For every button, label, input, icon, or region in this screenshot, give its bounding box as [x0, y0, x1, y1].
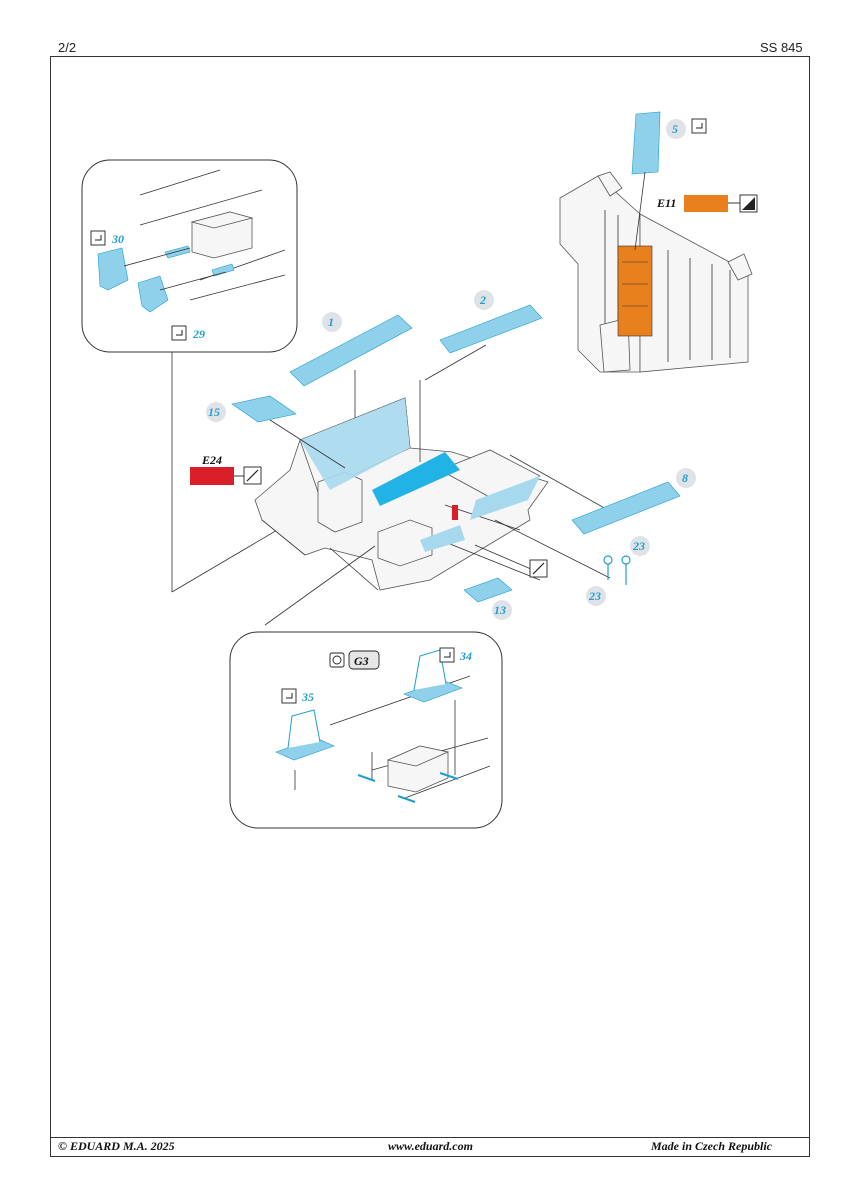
pe-pins-23 — [603, 555, 631, 585]
pe-fret-2 — [439, 304, 543, 354]
label-circle-23b — [586, 586, 606, 606]
label-circle-2 — [474, 290, 494, 310]
inset-seat-panels: 30 29 — [81, 159, 298, 353]
pe-strip-b — [211, 263, 235, 277]
fold-box-5 — [691, 118, 707, 134]
part-label-30: 30 — [111, 232, 124, 246]
fold-icon — [696, 123, 703, 129]
part-label-23a: 23 — [632, 539, 645, 553]
part-label-35: 35 — [301, 690, 314, 704]
pe-fret-13 — [463, 577, 513, 603]
fold-icon — [444, 652, 451, 658]
pe-fret-15 — [231, 395, 297, 423]
pe-fret-1 — [289, 314, 413, 387]
fold-box-30 — [90, 230, 106, 246]
footer-website: www.eduard.com — [388, 1139, 473, 1153]
orange-paint-panel — [617, 245, 653, 337]
pe-panel-30 — [97, 247, 129, 291]
part-label-13: 13 — [494, 603, 506, 617]
pe-area-13 — [420, 525, 465, 552]
label-circle-1 — [322, 312, 342, 332]
main-tub-part — [254, 397, 549, 591]
fold-icon — [176, 330, 183, 336]
glue-code-g3: G3 — [354, 654, 369, 668]
pe-area-1 — [300, 398, 410, 490]
pe-strip-a — [164, 245, 191, 259]
part-label-23b: 23 — [588, 589, 601, 603]
instrument-frame-assembly — [559, 111, 753, 373]
pe-area-8 — [470, 476, 540, 520]
part-label-8: 8 — [682, 471, 688, 485]
pedal-housing-part — [386, 745, 450, 793]
paint-code-e11: E11 — [656, 196, 676, 210]
part-label-2: 2 — [479, 293, 486, 307]
page-number: 2/2 — [58, 40, 77, 55]
red-paint-mark — [452, 505, 458, 520]
footer-copyright: © EDUARD M.A. 2025 — [58, 1139, 175, 1153]
pe-plate-5 — [631, 111, 661, 175]
inset-rudder-pedals: G3 34 35 — [229, 631, 503, 829]
label-circle-5 — [666, 119, 686, 139]
swatch-orange — [684, 195, 728, 212]
fold-box-35 — [281, 688, 297, 704]
label-circle-13 — [492, 600, 512, 620]
part-label-5: 5 — [672, 122, 678, 136]
fold-box-29 — [171, 325, 187, 341]
footer-origin: Made in Czech Republic — [651, 1139, 773, 1153]
part-label-29: 29 — [192, 327, 205, 341]
paint-code-e24: E24 — [201, 453, 222, 467]
label-circle-23a — [630, 536, 650, 556]
set-code: SS 845 — [760, 40, 803, 55]
seat-box-part — [190, 211, 254, 259]
label-circle-8 — [676, 468, 696, 488]
pe-area-2 — [372, 452, 460, 506]
part-label-15: 15 — [208, 405, 220, 419]
part-label-34: 34 — [459, 649, 472, 663]
swatch-red — [190, 467, 234, 485]
pe-fret-8 — [571, 481, 681, 535]
pe-panel-29 — [137, 275, 169, 313]
part-label-1: 1 — [328, 315, 334, 329]
glue-code-badge — [348, 650, 380, 670]
footer-divider — [50, 1137, 810, 1138]
page-frame — [50, 56, 810, 1157]
fold-icon — [95, 235, 102, 241]
label-circle-15 — [206, 402, 226, 422]
photo-etch-icon — [329, 652, 345, 668]
fold-icon — [286, 693, 293, 699]
fold-box-34 — [439, 647, 455, 663]
